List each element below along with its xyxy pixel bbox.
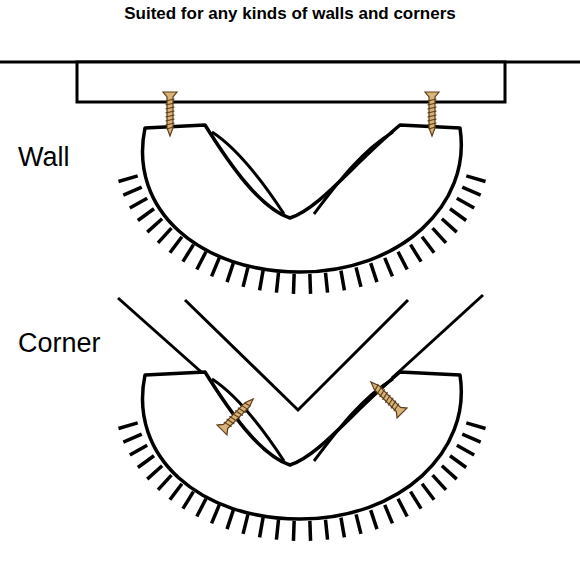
bracket-wall — [118, 125, 485, 294]
view-label: Corner — [18, 328, 101, 359]
bracket-corner — [118, 372, 485, 541]
corner-wall-line — [392, 295, 483, 378]
screw — [163, 92, 177, 136]
corner-inner-line — [185, 300, 408, 410]
wall-plate — [77, 62, 505, 102]
title: Suited for any kinds of walls and corner… — [0, 4, 580, 24]
screw — [366, 377, 407, 418]
view-label: Wall — [18, 142, 70, 173]
screw — [425, 92, 439, 136]
screw — [217, 394, 258, 435]
